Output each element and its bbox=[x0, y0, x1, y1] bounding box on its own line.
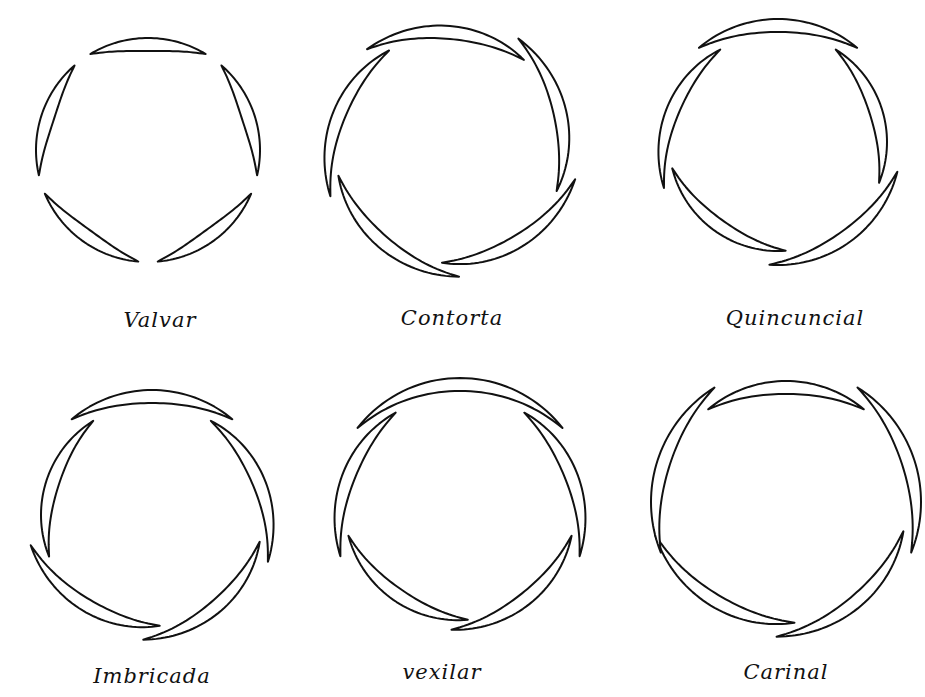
petal-outline bbox=[451, 536, 571, 630]
petal-outline bbox=[324, 50, 389, 196]
petal-outline bbox=[211, 421, 274, 562]
petal-outline bbox=[31, 545, 160, 627]
petal-outline bbox=[367, 26, 524, 60]
petal-outline bbox=[41, 421, 93, 557]
aestivation-label: Contorta bbox=[401, 306, 503, 330]
petal-outline bbox=[221, 65, 260, 175]
petal-outline bbox=[858, 388, 921, 553]
petal-outline bbox=[158, 194, 251, 262]
petal-outline bbox=[524, 413, 585, 557]
petal-outline bbox=[335, 413, 396, 557]
petal-outline bbox=[72, 390, 233, 419]
petal-outline bbox=[777, 531, 904, 636]
aestivation-label: Carinal bbox=[743, 660, 828, 684]
petal-outline bbox=[90, 38, 205, 54]
petal-outline bbox=[651, 388, 714, 553]
petal-outline bbox=[36, 65, 75, 175]
petal-outline bbox=[699, 19, 857, 48]
petal-outline bbox=[338, 176, 459, 277]
aestivation-label: vexilar bbox=[402, 660, 481, 684]
aestivation-figure bbox=[335, 378, 586, 630]
petal-outline bbox=[442, 179, 575, 264]
aestivation-figure bbox=[651, 381, 921, 637]
petal-outline bbox=[658, 50, 720, 189]
petal-outline bbox=[708, 381, 864, 409]
petal-outline bbox=[769, 172, 897, 265]
petal-outline bbox=[836, 50, 887, 183]
aestivation-figure bbox=[31, 390, 274, 640]
petal-outline bbox=[518, 39, 569, 191]
petal-outline bbox=[348, 536, 467, 620]
aestivation-figure bbox=[324, 26, 575, 277]
petal-outline bbox=[655, 535, 794, 624]
petal-outline bbox=[143, 542, 259, 640]
aestivation-label: Imbricada bbox=[93, 664, 211, 688]
aestivation-figure bbox=[658, 19, 897, 265]
petal-outline bbox=[358, 378, 563, 428]
aestivation-label: Quincuncial bbox=[726, 306, 865, 330]
petal-outline bbox=[672, 168, 785, 251]
aestivation-figure bbox=[36, 38, 260, 262]
aestivation-label: Valvar bbox=[124, 308, 197, 332]
petal-outline bbox=[45, 194, 138, 262]
